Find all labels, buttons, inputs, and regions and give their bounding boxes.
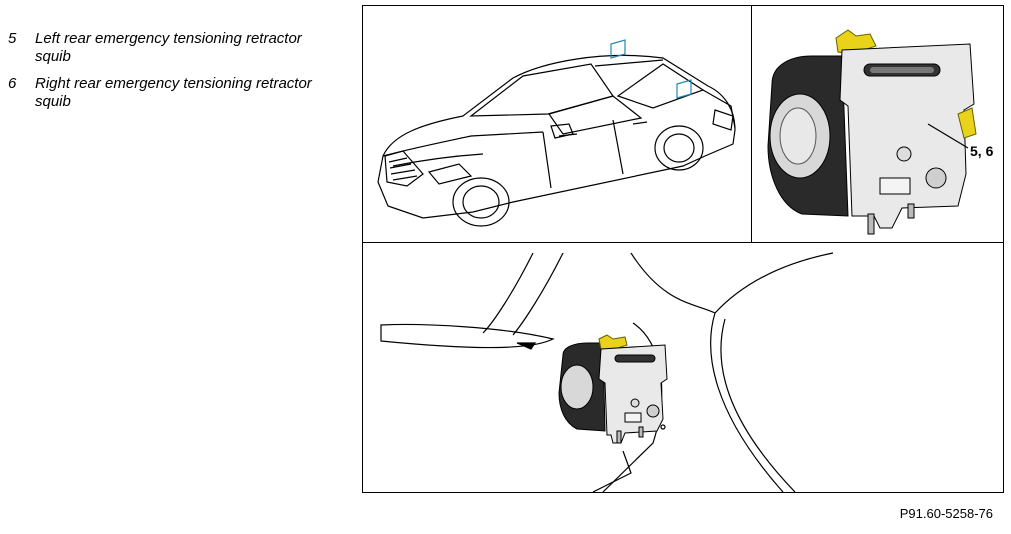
callout-label: 5, 6 (970, 143, 994, 159)
installation-drawing (380, 252, 834, 492)
retractor-detail-illustration (752, 6, 1003, 243)
retractor-drawing (767, 29, 977, 235)
installed-location-illustration (363, 243, 1003, 492)
legend-item: 5 Left rear emergency tensioning retract… (8, 30, 338, 66)
figure-id: P91.60-5258-76 (899, 506, 993, 521)
legend-text: Right rear emergency tensioning retracto… (35, 75, 312, 110)
marker-left-rear (610, 39, 626, 59)
vehicle-overview-illustration (363, 6, 752, 243)
legend: 5 Left rear emergency tensioning retract… (8, 30, 338, 120)
illustration-frame (362, 5, 1004, 493)
legend-number: 6 (8, 75, 17, 92)
legend-item: 6 Right rear emergency tensioning retrac… (8, 75, 338, 111)
marker-right-rear (676, 79, 692, 99)
sedan-drawing (377, 39, 736, 227)
legend-text: Left rear emergency tensioning retractor… (35, 30, 302, 65)
legend-number: 5 (8, 30, 17, 47)
